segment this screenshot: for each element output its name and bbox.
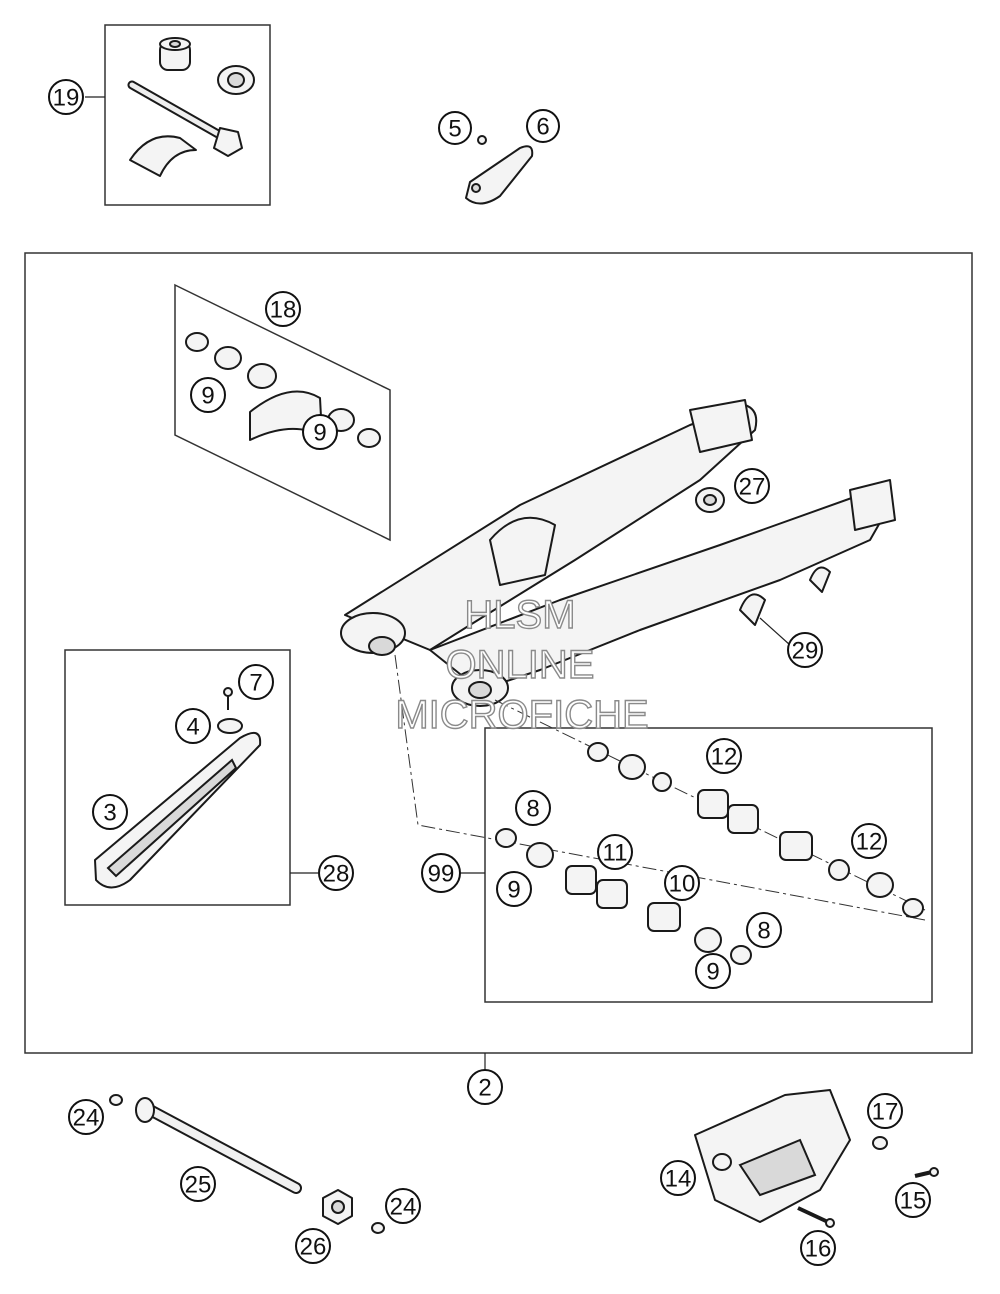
pivot-axle xyxy=(135,1097,302,1194)
svg-text:ONLINE: ONLINE xyxy=(446,643,595,687)
guide-nut xyxy=(872,1136,888,1150)
callout-25: 25 xyxy=(180,1166,216,1202)
axle-nut xyxy=(322,1189,353,1225)
svg-text:14: 14 xyxy=(665,1166,692,1193)
svg-text:3: 3 xyxy=(103,800,116,827)
svg-text:24: 24 xyxy=(73,1105,100,1132)
callout-8-lower: 8 xyxy=(746,912,782,948)
callout-9-lower: 9 xyxy=(695,953,731,989)
callout-4: 4 xyxy=(175,708,211,744)
guide-screw-long xyxy=(797,1206,835,1228)
svg-text:2: 2 xyxy=(478,1075,491,1102)
callout-19: 19 xyxy=(48,79,84,115)
svg-text:9: 9 xyxy=(201,383,214,410)
svg-text:7: 7 xyxy=(249,670,262,697)
guide-screw-short xyxy=(914,1167,939,1178)
svg-text:27: 27 xyxy=(739,474,766,501)
callout-27: 27 xyxy=(734,468,770,504)
callout-9-upper-left: 9 xyxy=(190,377,226,413)
pivot-bolt xyxy=(127,80,243,157)
swingarm xyxy=(340,399,896,707)
callout-24-left: 24 xyxy=(68,1099,104,1135)
svg-text:17: 17 xyxy=(872,1099,899,1126)
callout-5: 5 xyxy=(438,111,472,145)
axle-cap-right xyxy=(371,1222,385,1234)
svg-text:25: 25 xyxy=(185,1172,212,1199)
callout-99: 99 xyxy=(421,853,461,893)
svg-text:26: 26 xyxy=(300,1234,327,1261)
svg-text:12: 12 xyxy=(711,744,738,771)
svg-text:9: 9 xyxy=(507,877,520,904)
swingarm-assembly-frame xyxy=(24,252,973,1054)
callout-16: 16 xyxy=(800,1230,836,1266)
callout-24-right: 24 xyxy=(385,1188,421,1224)
svg-text:24: 24 xyxy=(390,1194,417,1221)
callout-28: 28 xyxy=(318,855,354,891)
svg-text:MICROFICHE: MICROFICHE xyxy=(395,693,648,737)
svg-text:11: 11 xyxy=(603,840,628,867)
svg-text:6: 6 xyxy=(536,114,549,141)
svg-text:9: 9 xyxy=(313,420,326,447)
svg-text:8: 8 xyxy=(757,918,770,945)
chain-guide xyxy=(694,1089,851,1223)
callout-8-upper: 8 xyxy=(515,790,551,826)
callout-9-upper-right: 9 xyxy=(302,414,338,450)
callout-10: 10 xyxy=(664,865,700,901)
callout-26: 26 xyxy=(295,1228,331,1264)
chain-slider xyxy=(94,731,262,889)
half-shell xyxy=(129,135,197,177)
callout-12-lower: 12 xyxy=(851,823,887,859)
callout-11: 11 xyxy=(597,834,633,870)
watermark: HLSM ONLINE MICROFICHE xyxy=(395,592,650,737)
svg-text:8: 8 xyxy=(526,796,539,823)
callout-9-middle: 9 xyxy=(496,871,532,907)
callout-18: 18 xyxy=(265,291,301,327)
svg-text:29: 29 xyxy=(792,638,819,665)
callout-2: 2 xyxy=(467,1069,503,1105)
callout-12-upper: 12 xyxy=(706,738,742,774)
callout-14: 14 xyxy=(660,1160,696,1196)
svg-text:10: 10 xyxy=(669,871,696,898)
bearing-kit-99-box xyxy=(394,654,933,1003)
callout-7: 7 xyxy=(238,664,274,700)
slider-screw xyxy=(223,687,233,710)
cone-bushing xyxy=(217,65,255,95)
svg-text:5: 5 xyxy=(448,116,461,143)
svg-text:4: 4 xyxy=(186,714,199,741)
callout-3: 3 xyxy=(92,794,128,830)
chain-guide-ring-27 xyxy=(695,487,725,513)
svg-text:28: 28 xyxy=(323,861,350,888)
kit-28-box xyxy=(64,649,318,906)
callout-17: 17 xyxy=(867,1093,903,1129)
callout-29: 29 xyxy=(787,632,823,668)
callout-15: 15 xyxy=(895,1182,931,1218)
svg-text:15: 15 xyxy=(900,1188,927,1215)
chain-slider-clip xyxy=(465,135,534,205)
kit-19-box xyxy=(85,24,271,206)
svg-text:9: 9 xyxy=(706,959,719,986)
slider-washer xyxy=(217,718,243,734)
svg-text:19: 19 xyxy=(53,85,80,112)
svg-text:16: 16 xyxy=(805,1236,832,1263)
bushing-top xyxy=(159,37,191,71)
svg-text:12: 12 xyxy=(856,829,883,856)
axle-cap-left xyxy=(109,1094,123,1106)
callout-6: 6 xyxy=(526,109,560,143)
svg-text:HLSM: HLSM xyxy=(464,593,575,637)
svg-text:99: 99 xyxy=(428,861,455,888)
svg-text:18: 18 xyxy=(270,297,297,324)
